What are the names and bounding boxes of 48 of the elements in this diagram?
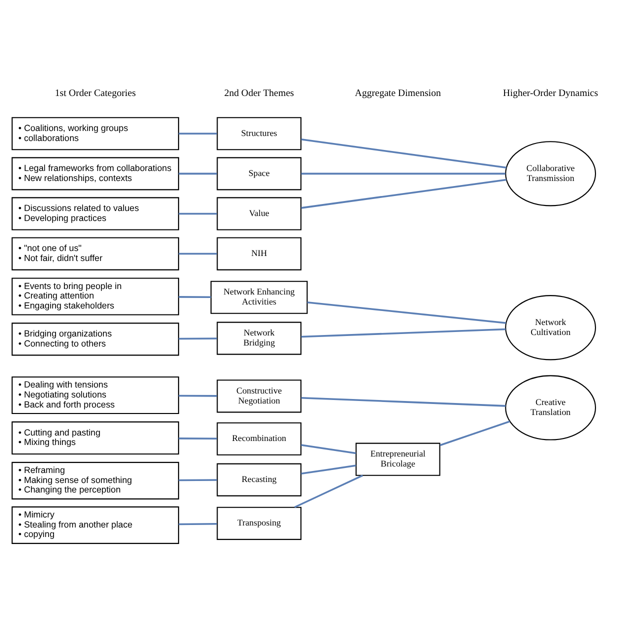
connector [301,172,506,175]
node-box: • Discussions related to values • Developing practices [12,197,180,230]
connector [178,479,217,482]
connector [301,178,506,209]
connector [178,132,217,135]
node-box: • Events to bring people in • Creating attention • Engaging stakeholders [12,278,180,316]
connector [178,438,217,440]
node-box: Entrepreneurial Bricolage [356,442,440,476]
node-ellipse: Network Cultivation [505,295,596,360]
connector [178,172,217,175]
connector [300,464,356,475]
connector [178,212,217,215]
connector [294,474,364,508]
node-ellipse: Collaborative Transmission [505,141,596,206]
connector [178,522,217,526]
node-box: Network Bridging [216,322,302,355]
node-box: • "not one of us" • Not fair, didn't suffer [12,237,180,270]
node-box: NIH [216,237,302,270]
node-box: Network Enhancing Activities [210,280,308,314]
node-box: Space [216,157,302,190]
label: 2nd Oder Themes [224,88,294,100]
connector [178,394,217,397]
connector [178,252,217,255]
connector [178,296,211,298]
node-box: Recasting [216,463,302,496]
node-box: • Mimicry • Stealing from another place • copying [12,506,180,544]
node-box: Value [216,197,302,230]
node-box: • Reframing • Making sense of something • Changing the perception [12,462,180,500]
label: 1st Order Categories [54,88,136,100]
node-box: Structures [216,117,302,150]
connector [300,444,356,454]
label: Aggregate Dimension [354,88,441,100]
node-box: Transposing [216,506,302,540]
connector [440,420,510,446]
node-box: • Bridging organizations • Connecting to others [12,322,180,356]
connector [301,328,506,338]
node-box: • Coalitions, working groups • collaborations [12,117,180,150]
connector [178,338,217,340]
node-box: Recombination [216,422,302,456]
label: Higher-Order Dynamics [503,88,598,100]
node-ellipse: Creative Translation [505,375,596,440]
connector [301,138,506,168]
node-box: • Dealing with tensions • Negotiating solutions • Back and forth process [12,376,180,414]
connector [301,396,506,407]
node-box: • Legal frameworks from collaborations • New relationships, contexts [12,157,180,190]
connector [307,301,506,324]
node-box: Constructive Negotiation [216,380,302,413]
node-box: • Cutting and pasting • Mixing things [12,421,180,455]
